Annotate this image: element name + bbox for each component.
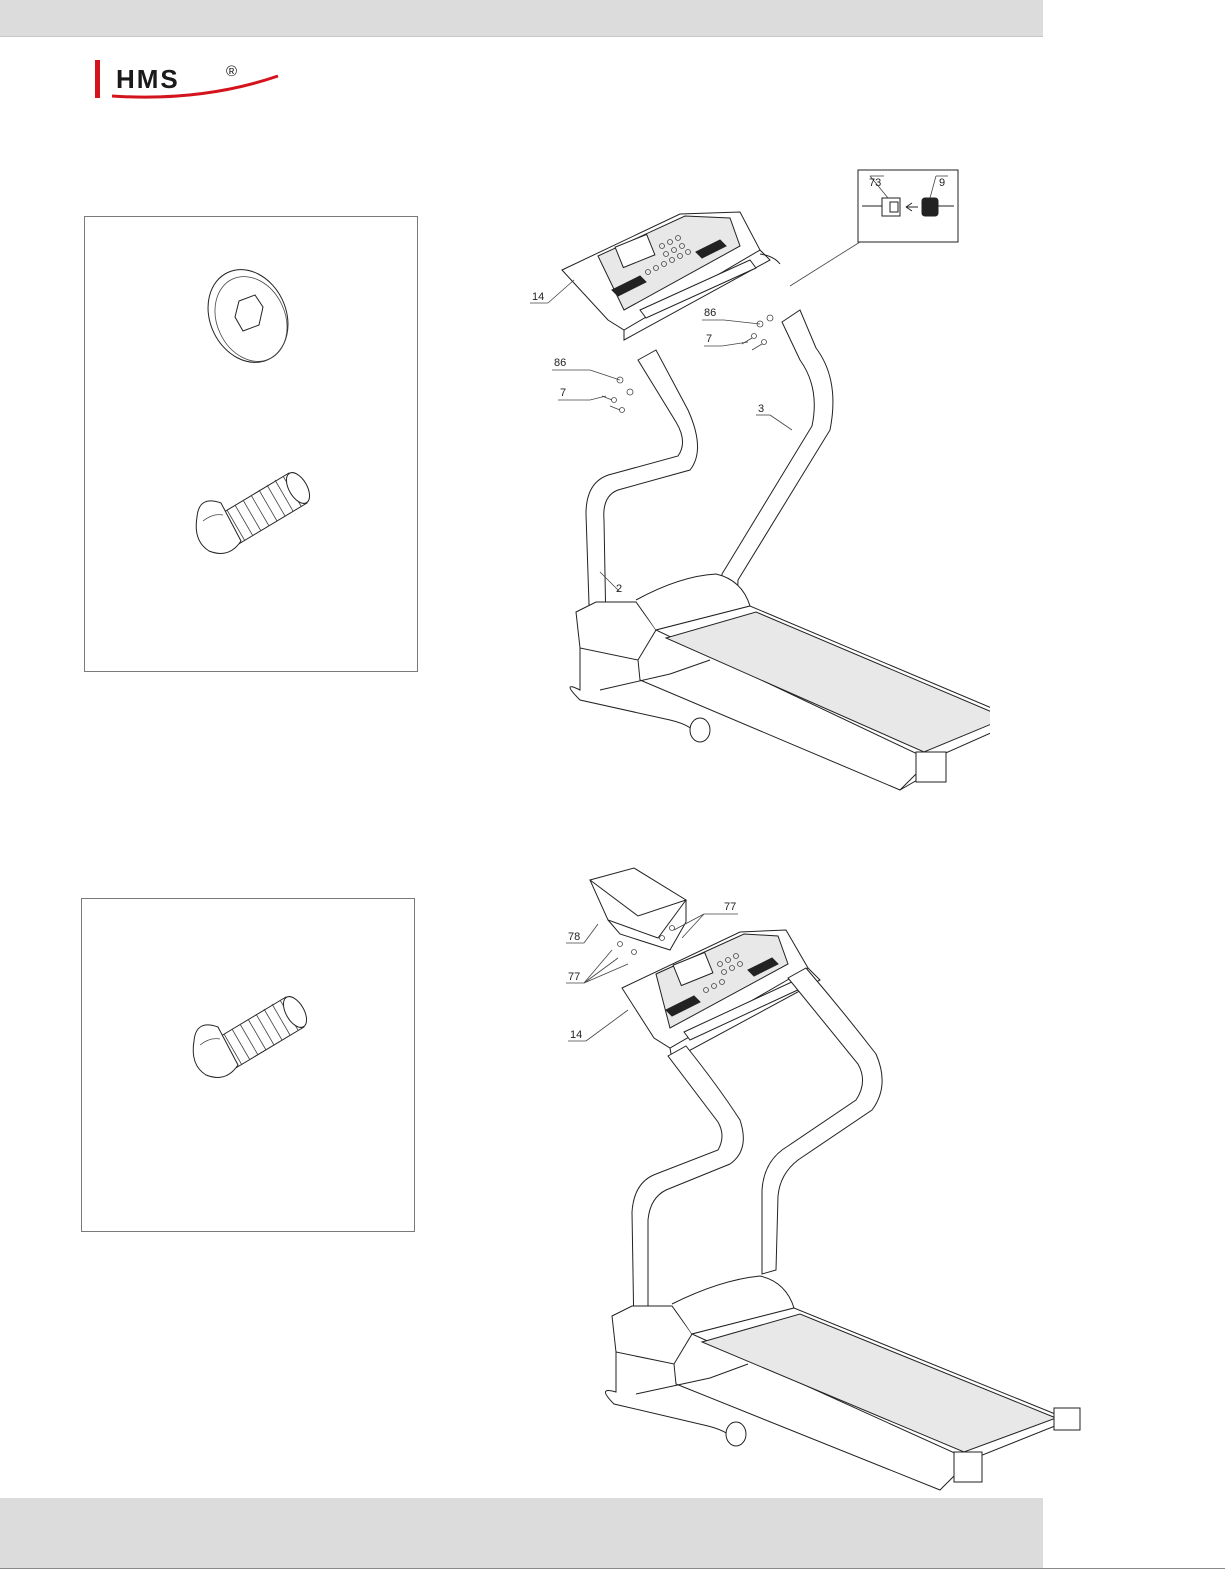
callout-7-left: 7 — [560, 387, 566, 399]
header-band — [0, 0, 1043, 37]
washer-icon — [203, 261, 293, 371]
callout-77-top: 77 — [724, 901, 736, 913]
treadmill-base — [570, 574, 990, 790]
callout-73: 73 — [869, 177, 881, 189]
callout-9: 9 — [939, 177, 945, 189]
assembly-diagram-step2: 78 77 77 14 — [550, 860, 1090, 1500]
footer-band — [0, 1498, 1043, 1568]
logo-text: HMS — [116, 64, 180, 94]
cable-connector-inset: 73 9 — [790, 170, 958, 286]
footer-rule — [0, 1568, 1225, 1569]
callout-7-right: 7 — [706, 333, 712, 345]
console-part-14 — [622, 930, 820, 1060]
treadmill-base — [605, 1276, 1080, 1490]
callout-14: 14 — [532, 291, 544, 303]
callout-78: 78 — [568, 931, 580, 943]
bolt-icon — [186, 979, 326, 1089]
console-part-14 — [562, 212, 780, 340]
hardware-box-step2 — [81, 898, 415, 1232]
tray-part-78 — [590, 868, 686, 955]
callout-77-side: 77 — [568, 971, 580, 983]
callout-86-right: 86 — [704, 307, 716, 319]
callout-14: 14 — [570, 1029, 582, 1041]
callout-3: 3 — [758, 403, 764, 415]
bolt-icon — [189, 455, 329, 565]
assembly-diagram-step1: 73 9 14 3 2 86 7 — [520, 160, 990, 800]
hms-logo: HMS ® — [92, 58, 292, 100]
logo-registered-mark: ® — [226, 63, 237, 80]
callout-86-left: 86 — [554, 357, 566, 369]
hardware-box-step1 — [84, 216, 418, 672]
